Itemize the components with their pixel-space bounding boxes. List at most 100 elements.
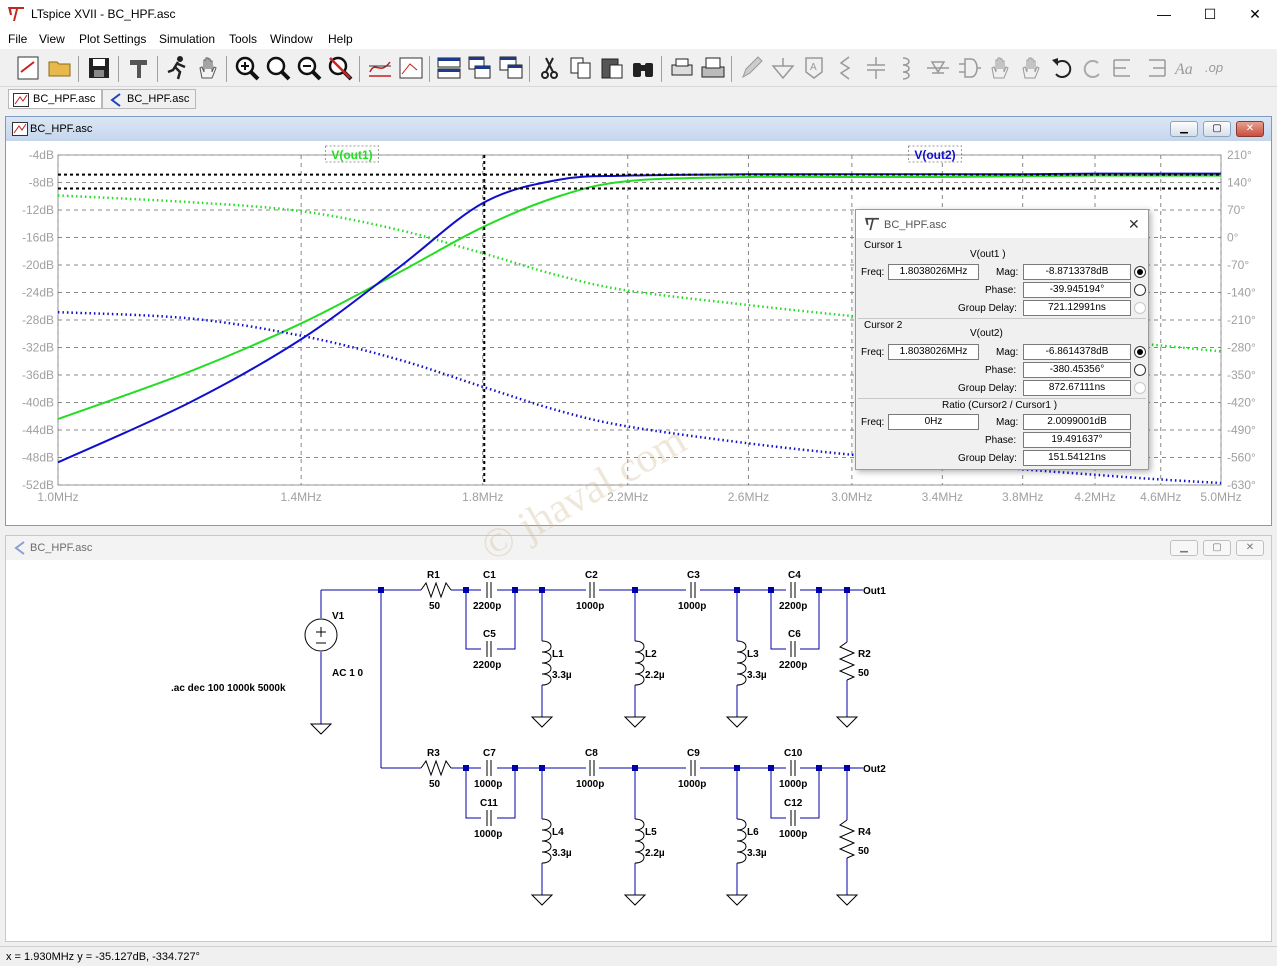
schematic-minimize-button[interactable]: ▁ [1170, 540, 1198, 556]
c6-name[interactable]: C6 [788, 629, 801, 640]
l4-value[interactable]: 3.3µ [552, 848, 572, 859]
open-folder-icon[interactable] [46, 54, 74, 82]
copy-icon[interactable] [567, 54, 595, 82]
net-out2[interactable]: Out2 [863, 764, 886, 775]
close-button[interactable]: ✕ [1249, 6, 1261, 22]
maximize-button[interactable]: ☐ [1203, 6, 1217, 22]
print-setup-icon[interactable] [699, 54, 727, 82]
c4-name[interactable]: C4 [788, 570, 801, 581]
plot-restore-button[interactable]: ▢ [1203, 121, 1231, 137]
c2-value[interactable]: 1000p [576, 601, 604, 612]
menu-plot-settings[interactable]: Plot Settings [79, 32, 147, 46]
schematic-close-button[interactable]: ✕ [1236, 540, 1264, 556]
r3-name[interactable]: R3 [427, 748, 440, 759]
tab-waveform[interactable]: BC_HPF.asc [8, 89, 103, 109]
c2-name[interactable]: C2 [585, 570, 598, 581]
cursor1-freq-field[interactable]: 1.8038026MHz [888, 264, 979, 280]
move-hand-icon[interactable] [986, 54, 1014, 82]
c3-value[interactable]: 1000p [678, 601, 706, 612]
drag-hand-icon[interactable] [1017, 54, 1045, 82]
c5-value[interactable]: 2200p [473, 660, 501, 671]
l6-value[interactable]: 3.3µ [747, 848, 767, 859]
ground-icon[interactable] [769, 54, 797, 82]
l3-name[interactable]: L3 [747, 649, 759, 660]
c1-value[interactable]: 2200p [473, 601, 501, 612]
menu-file[interactable]: File [8, 32, 28, 46]
c5-name[interactable]: C5 [483, 629, 496, 640]
undo-icon[interactable] [1048, 54, 1076, 82]
component-icon[interactable] [955, 54, 983, 82]
r4-name[interactable]: R4 [858, 827, 871, 838]
c11-value[interactable]: 1000p [474, 829, 502, 840]
zoom-full-icon[interactable] [264, 54, 292, 82]
c9-name[interactable]: C9 [687, 748, 700, 759]
menu-help[interactable]: Help [328, 32, 353, 46]
tab-schematic[interactable]: BC_HPF.asc [102, 89, 197, 109]
v1-name[interactable]: V1 [332, 611, 345, 622]
cursor2-freq-field[interactable]: 1.8038026MHz [888, 344, 979, 360]
l5-value[interactable]: 2.2µ [645, 848, 665, 859]
c11-name[interactable]: C11 [480, 798, 498, 809]
c3-name[interactable]: C3 [687, 570, 700, 581]
cursor2-mag-radio[interactable] [1134, 346, 1146, 358]
ac-directive[interactable]: .ac dec 100 1000k 5000k [171, 683, 286, 694]
pan-hand-icon[interactable] [194, 54, 222, 82]
l4-name[interactable]: L4 [552, 827, 564, 838]
c12-value[interactable]: 1000p [779, 829, 807, 840]
c10-name[interactable]: C10 [784, 748, 803, 759]
r2-name[interactable]: R2 [858, 649, 871, 660]
text-icon[interactable]: Aa [1172, 54, 1200, 82]
zoom-in-icon[interactable] [233, 54, 261, 82]
capacitor-icon[interactable] [862, 54, 890, 82]
inductor-icon[interactable] [893, 54, 921, 82]
cut-scissors-icon[interactable] [536, 54, 564, 82]
zoom-out-icon[interactable] [295, 54, 323, 82]
r2-value[interactable]: 50 [858, 668, 870, 679]
net-out1[interactable]: Out1 [863, 586, 886, 597]
cursor1-phase-radio[interactable] [1134, 284, 1146, 296]
spice-directive-icon[interactable]: .op [1203, 54, 1231, 82]
l5-name[interactable]: L5 [645, 827, 657, 838]
new-schematic-icon[interactable] [14, 54, 42, 82]
paste-icon[interactable] [598, 54, 626, 82]
draw-wire-pencil-icon[interactable] [738, 54, 766, 82]
r4-value[interactable]: 50 [858, 846, 870, 857]
c10-value[interactable]: 1000p [779, 779, 807, 790]
resistor-icon[interactable] [831, 54, 859, 82]
l2-name[interactable]: L2 [645, 649, 657, 660]
cursor2-group-delay-radio[interactable] [1134, 382, 1146, 394]
r1-value[interactable]: 50 [429, 601, 441, 612]
c7-name[interactable]: C7 [483, 748, 496, 759]
tile-vertical-icon[interactable] [497, 54, 525, 82]
dialog-close-icon[interactable]: ✕ [1128, 216, 1140, 232]
redo-icon[interactable] [1079, 54, 1107, 82]
find-binoculars-icon[interactable] [629, 54, 657, 82]
cursor-icon[interactable] [397, 54, 425, 82]
c1-name[interactable]: C1 [483, 570, 496, 581]
c8-name[interactable]: C8 [585, 748, 598, 759]
control-panel-hammer-icon[interactable] [125, 54, 153, 82]
menu-simulation[interactable]: Simulation [159, 32, 216, 46]
diode-icon[interactable] [924, 54, 952, 82]
l3-value[interactable]: 3.3µ [747, 670, 767, 681]
save-icon[interactable] [85, 54, 113, 82]
tile-horizontal-icon[interactable] [435, 54, 463, 82]
run-simulation-icon[interactable] [163, 54, 191, 82]
l6-name[interactable]: L6 [747, 827, 759, 838]
c4-value[interactable]: 2200p [779, 601, 807, 612]
menu-window[interactable]: Window [270, 32, 313, 46]
plot-close-button[interactable]: ✕ [1236, 121, 1264, 137]
plot-minimize-button[interactable]: ▁ [1170, 121, 1198, 137]
menu-tools[interactable]: Tools [229, 32, 258, 46]
cursor1-group-delay-radio[interactable] [1134, 302, 1146, 314]
l2-value[interactable]: 2.2µ [645, 670, 665, 681]
c12-name[interactable]: C12 [784, 798, 803, 809]
c6-value[interactable]: 2200p [779, 660, 807, 671]
c9-value[interactable]: 1000p [678, 779, 706, 790]
v1-value[interactable]: AC 1 0 [332, 668, 364, 679]
c7-value[interactable]: 1000p [474, 779, 502, 790]
autorange-icon[interactable] [366, 54, 394, 82]
minimize-button[interactable]: — [1157, 6, 1171, 22]
l1-value[interactable]: 3.3µ [552, 670, 572, 681]
menu-view[interactable]: View [39, 32, 65, 46]
